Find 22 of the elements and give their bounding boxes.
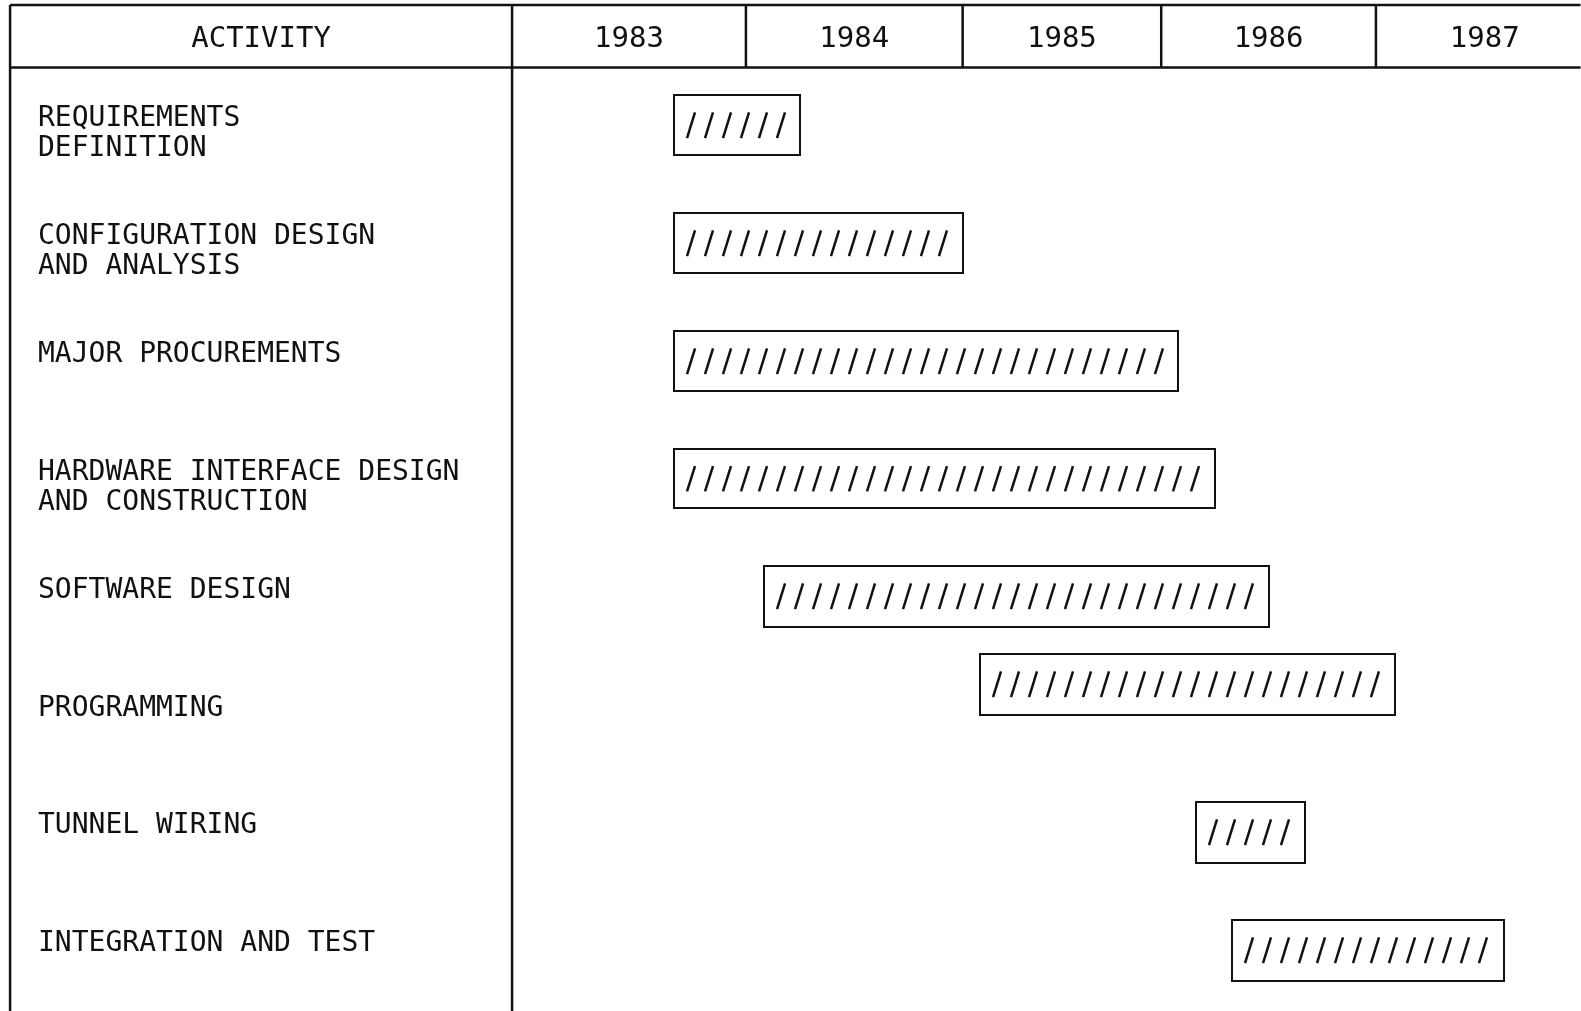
year-header: 1986 bbox=[1233, 19, 1304, 54]
activity-label: MAJOR PROCUREMENTS bbox=[38, 337, 343, 368]
activity-label: TUNNEL WIRING bbox=[38, 809, 259, 840]
activity-label: INTEGRATION AND TEST bbox=[38, 927, 377, 958]
year-header: 1987 bbox=[1449, 19, 1520, 54]
activity-label: CONFIGURATION DESIGN AND ANALYSIS bbox=[38, 219, 377, 280]
activity-label: REQUIREMENTS DEFINITION bbox=[38, 101, 242, 162]
activity-label: SOFTWARE DESIGN bbox=[38, 573, 292, 604]
activity-label: HARDWARE INTERFACE DESIGN AND CONSTRUCTION bbox=[38, 455, 461, 516]
activity-label: PROGRAMMING bbox=[38, 691, 225, 722]
gantt-bar bbox=[1230, 919, 1505, 982]
year-header: 1984 bbox=[819, 19, 890, 54]
gantt-bar bbox=[673, 93, 802, 157]
gantt-bar bbox=[978, 653, 1397, 716]
gantt-bar bbox=[1195, 801, 1307, 864]
gantt-bar bbox=[673, 329, 1180, 393]
year-header: 1983 bbox=[594, 19, 664, 54]
gantt-bar bbox=[673, 447, 1216, 510]
gantt-bar bbox=[763, 565, 1271, 628]
year-header: 1985 bbox=[1027, 19, 1097, 54]
column-header: ACTIVITY bbox=[191, 19, 331, 54]
gantt-bar bbox=[673, 211, 964, 275]
